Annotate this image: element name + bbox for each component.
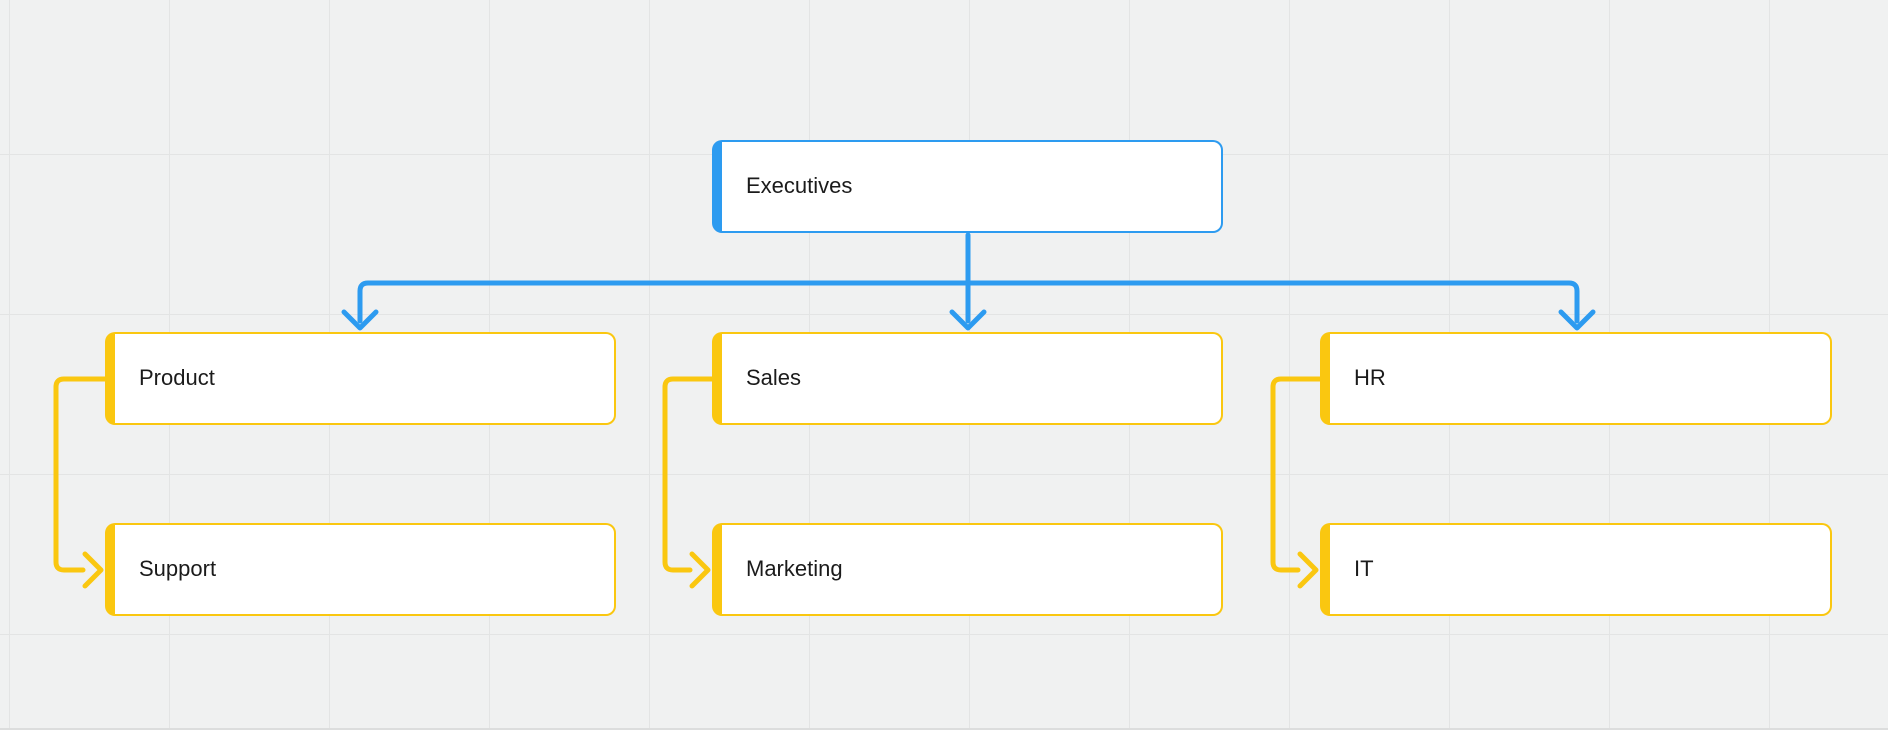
connector-line-product-support[interactable]: [53, 376, 108, 573]
node-executives[interactable]: Executives: [712, 140, 1223, 233]
connector-line-sales-marketing[interactable]: [662, 376, 715, 573]
node-marketing[interactable]: Marketing: [712, 523, 1223, 616]
connector-rail-executives[interactable]: [357, 280, 1580, 324]
node-label: Marketing: [746, 556, 843, 582]
node-label: Product: [139, 365, 215, 391]
node-hr[interactable]: HR: [1320, 332, 1832, 425]
arrowhead-right-support: [82, 551, 104, 589]
connector-product-support[interactable]: [53, 376, 108, 589]
connector-executives-children[interactable]: [341, 232, 1596, 331]
node-label: Support: [139, 556, 217, 582]
node-it[interactable]: IT: [1320, 523, 1832, 616]
node-sales[interactable]: Sales: [712, 332, 1223, 425]
arrowhead-down-product: [341, 309, 379, 331]
node-support[interactable]: Support: [105, 523, 616, 616]
node-label: Executives: [746, 173, 853, 199]
node-product[interactable]: Product: [105, 332, 616, 425]
arrowhead-right-it: [1297, 551, 1319, 589]
node-label: Sales: [746, 365, 802, 391]
arrowhead-right-marketing: [689, 551, 711, 589]
connector-line-hr-it[interactable]: [1270, 376, 1323, 573]
node-label: HR: [1354, 365, 1386, 391]
node-label: IT: [1354, 556, 1374, 582]
arrowhead-down-sales: [949, 309, 987, 331]
connector-sales-marketing[interactable]: [662, 376, 715, 589]
arrowhead-down-hr: [1558, 309, 1596, 331]
canvas-bottom-edge: [0, 728, 1888, 730]
connector-hr-it[interactable]: [1270, 376, 1323, 589]
